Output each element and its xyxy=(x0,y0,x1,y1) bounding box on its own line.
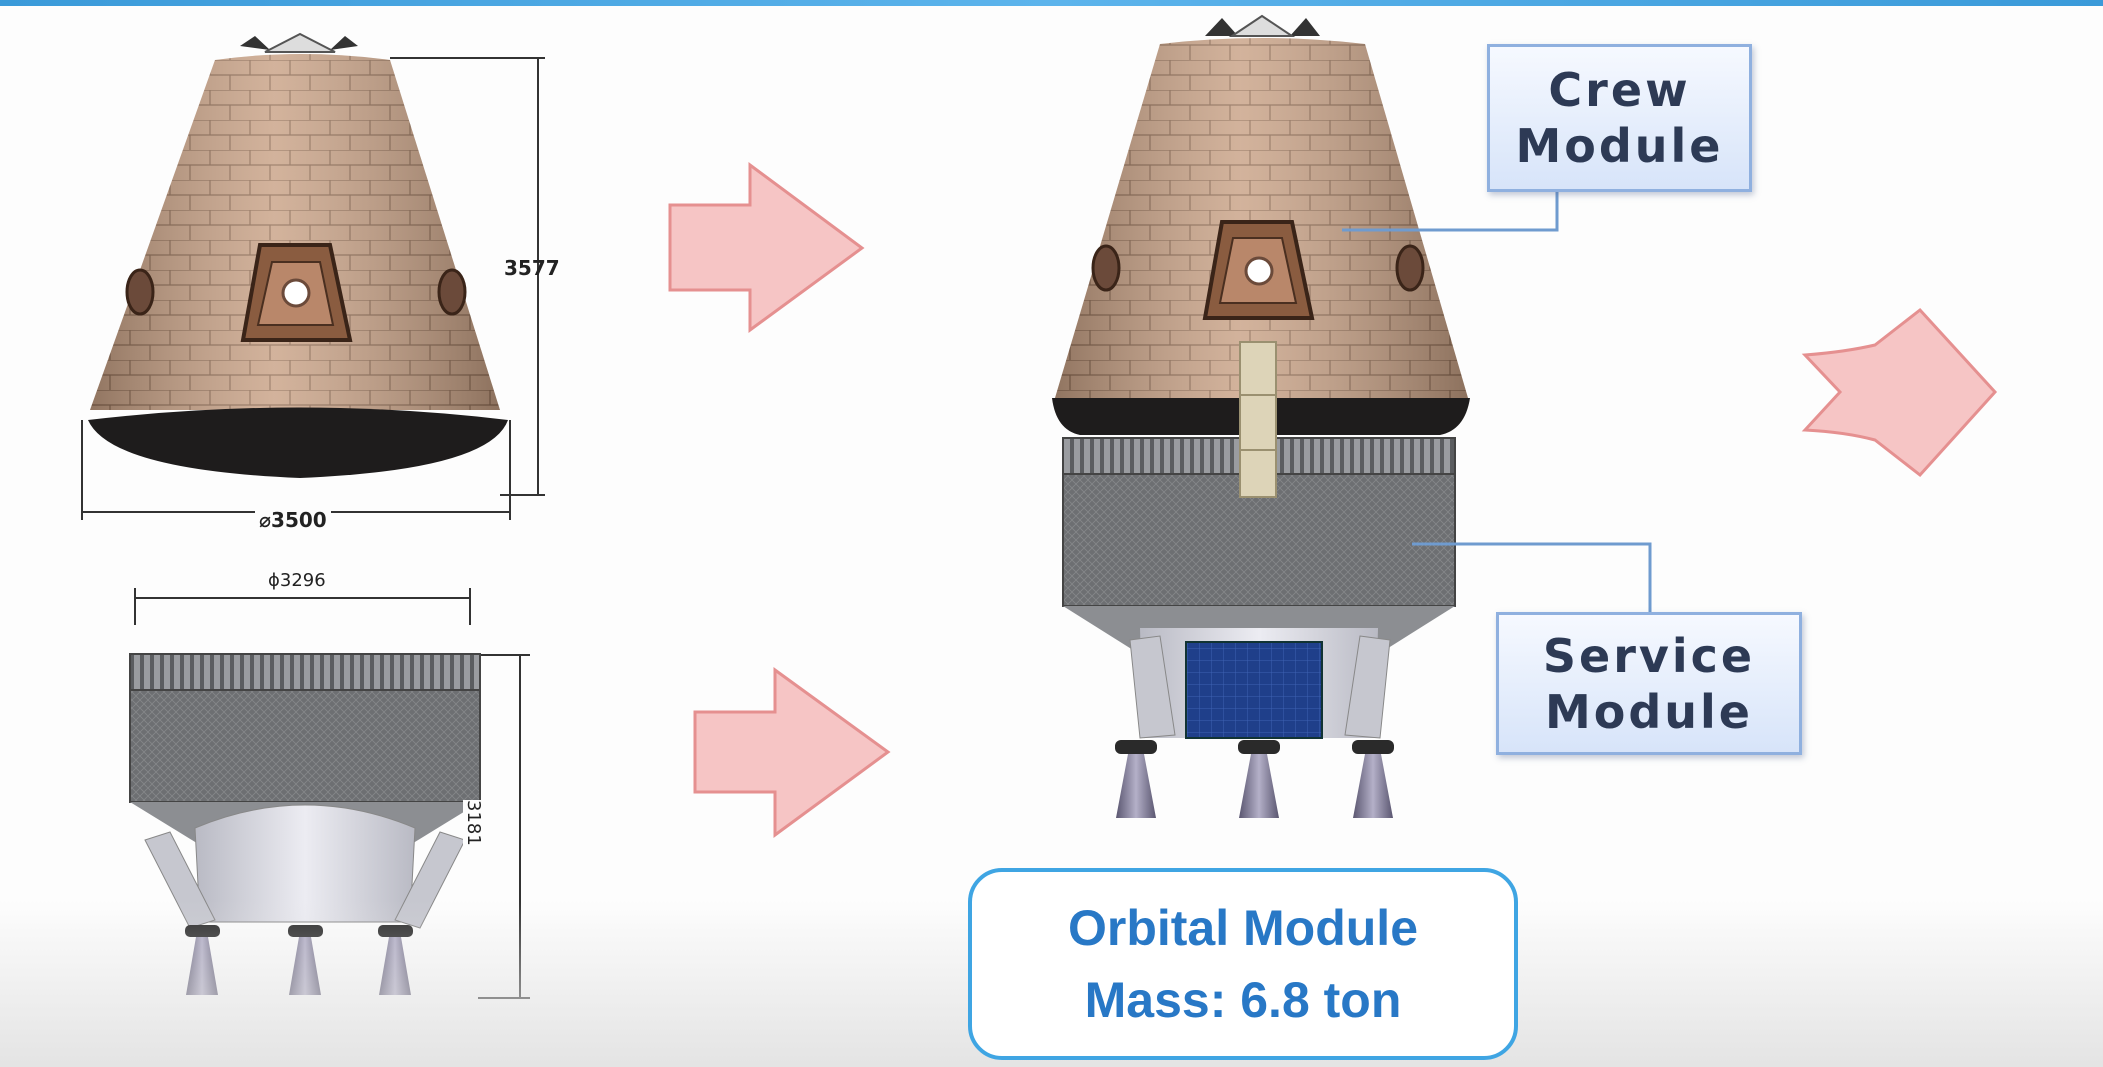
orbital-module-mass: Mass: 6.8 ton xyxy=(1084,972,1402,1028)
crew-capsule-drawing xyxy=(88,32,508,478)
service-height-dimension: 3181 xyxy=(463,800,484,846)
arrow-right xyxy=(1801,307,1998,478)
service-module-label-line-1: Service xyxy=(1542,628,1756,683)
orbital-module-title: Orbital Module xyxy=(1068,900,1418,956)
top-accent-bar xyxy=(0,0,2103,6)
crew-height-dimension: 3577 xyxy=(504,256,560,280)
crew-module-label-line-2: Module xyxy=(1515,119,1724,173)
crew-module-leader-line xyxy=(1342,190,1559,232)
crew-module-label: Crew Module xyxy=(1487,44,1752,192)
crew-diameter-dimension: ⌀3500 xyxy=(255,508,331,532)
orbital-module-summary-box: Orbital Module Mass: 6.8 ton xyxy=(968,868,1518,1060)
service-module-label: Service Module xyxy=(1496,612,1802,755)
arrow-bottom-left xyxy=(693,667,891,838)
service-diameter-dimension: ϕ3296 xyxy=(268,570,326,591)
crew-module-label-line-1: Crew xyxy=(1548,63,1691,117)
arrow-top-left xyxy=(668,162,865,333)
crew-dimension-lines xyxy=(81,57,545,520)
service-module-label-line-2: Module xyxy=(1544,684,1754,739)
orbital-module-drawing xyxy=(1052,14,1470,818)
service-dimension-lines xyxy=(134,588,530,999)
service-module-leader-line xyxy=(1412,542,1652,612)
